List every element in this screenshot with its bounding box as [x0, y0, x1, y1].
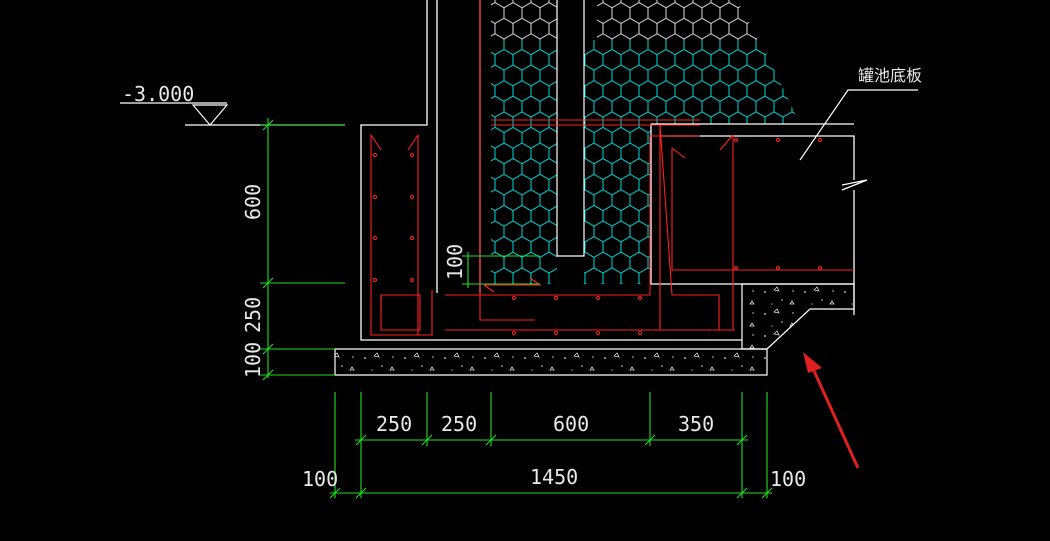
vertical-dimensions	[260, 118, 345, 381]
dim-1450: 1450	[530, 465, 578, 489]
dim-250-b: 250	[441, 412, 477, 436]
tank-floor-callout: 罐池底板	[799, 66, 922, 161]
structure-outline	[360, 0, 868, 341]
dim-250-a: 250	[376, 412, 412, 436]
dim-250: 250	[241, 297, 265, 333]
elevation-marker: -3.000	[120, 82, 345, 126]
pipe-slot-outline	[556, 0, 585, 257]
elevation-label: -3.000	[122, 82, 194, 106]
dim-100-small: 100	[443, 244, 467, 280]
small-dimension	[462, 252, 540, 288]
dim-350: 350	[678, 412, 714, 436]
gravel-fill-cyan	[491, 40, 800, 284]
dim-600-h: 600	[553, 412, 589, 436]
dim-600: 600	[241, 184, 265, 220]
gravel-fill-white	[491, 0, 758, 40]
dim-100-vertical: 100	[241, 342, 265, 378]
rebar	[370, 0, 854, 336]
dim-100-right: 100	[770, 467, 806, 491]
horizontal-dimensions	[329, 392, 773, 499]
rebar-dots	[372, 137, 823, 336]
pipe-slot-mask	[557, 0, 584, 256]
tank-floor-label: 罐池底板	[858, 66, 922, 85]
annotation-arrow	[803, 352, 860, 469]
dim-100-left: 100	[302, 467, 338, 491]
